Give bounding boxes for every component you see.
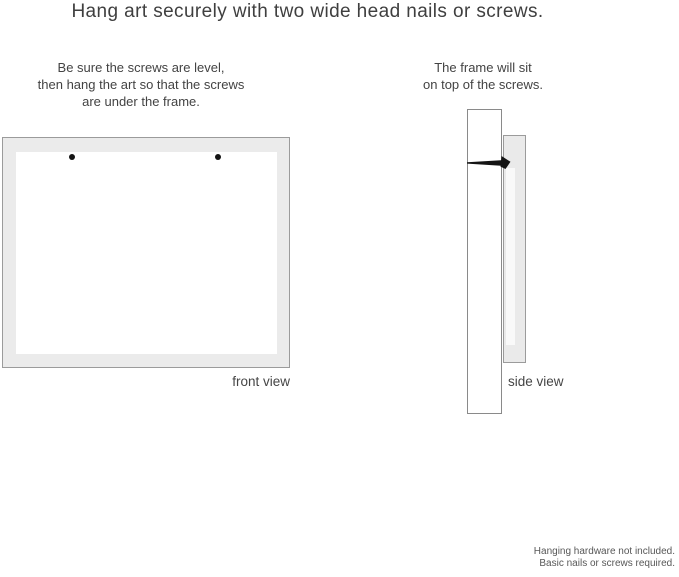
nail-head-right-icon	[215, 154, 221, 160]
frame-side-view	[503, 135, 526, 363]
frame-profile-board	[467, 109, 502, 414]
caption-line: Be sure the screws are level,	[57, 60, 225, 75]
front-view-label: front view	[232, 374, 290, 389]
disclaimer-line: Basic nails or screws required.	[539, 558, 675, 569]
page-title: Hang art securely with two wide head nai…	[71, 1, 544, 22]
caption-line: on top of the screws.	[423, 77, 543, 92]
nail-head-left-icon	[69, 154, 75, 160]
side-view-caption: The frame will sit on top of the screws.	[403, 59, 563, 93]
front-view-caption: Be sure the screws are level, then hang …	[21, 59, 261, 110]
hardware-disclaimer: Hanging hardware not included. Basic nai…	[375, 546, 675, 570]
frame-mat-edge	[506, 168, 515, 345]
nail-icon	[467, 156, 511, 169]
frame-front-view	[2, 137, 290, 368]
caption-line: are under the frame.	[82, 94, 200, 109]
disclaimer-line: Hanging hardware not included.	[533, 546, 675, 557]
caption-line: The frame will sit	[434, 60, 532, 75]
frame-mat	[16, 152, 277, 354]
caption-line: then hang the art so that the screws	[37, 77, 245, 92]
side-view-label: side view	[508, 374, 564, 389]
